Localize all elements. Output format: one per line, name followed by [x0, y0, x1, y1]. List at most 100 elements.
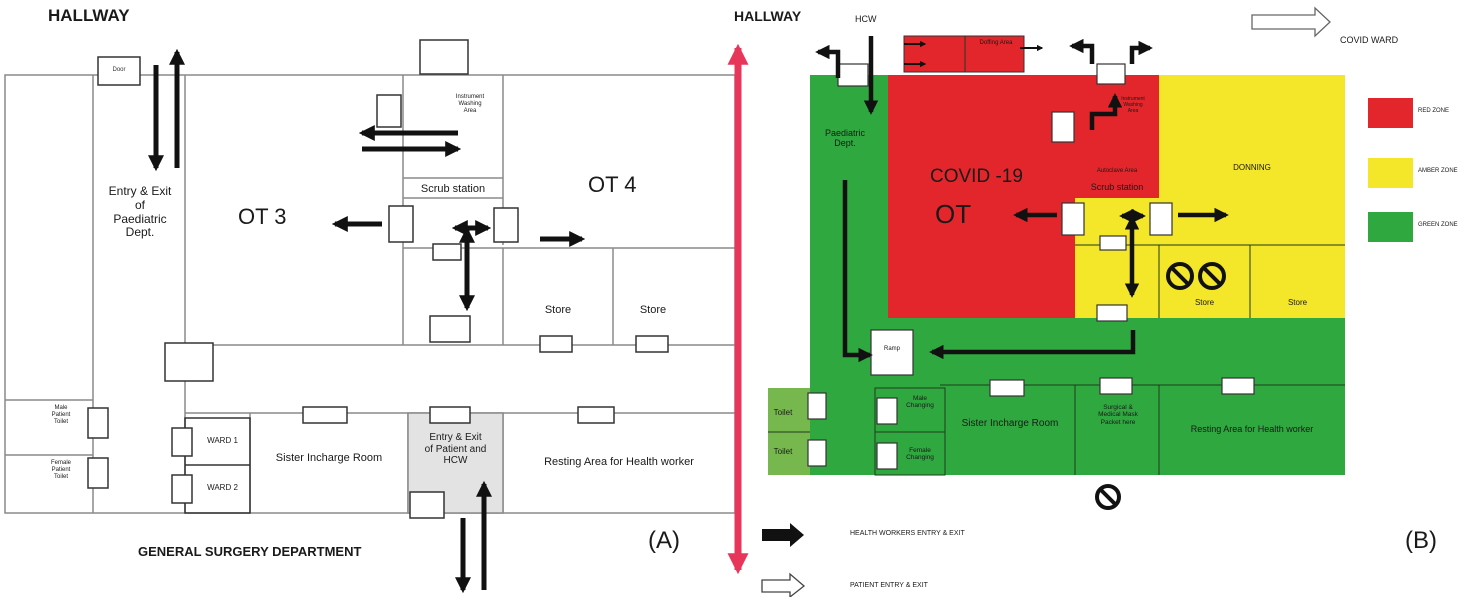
key-hw-label: HEALTH WORKERS ENTRY & EXIT: [850, 530, 965, 537]
panel-a-fixtures: [87, 39, 669, 519]
ot4-label: OT 4: [588, 172, 637, 197]
sink: [1051, 111, 1075, 143]
door: [87, 407, 109, 439]
arrow: [815, 44, 841, 78]
legend-red-label: RED ZONE: [1418, 108, 1450, 114]
door: [837, 63, 869, 87]
door: [429, 406, 471, 424]
door: [1099, 377, 1133, 395]
door: [807, 392, 827, 420]
panel-a-hallway-label: HALLWAY: [48, 6, 130, 25]
door: [807, 439, 827, 467]
door: [97, 56, 141, 86]
panel-b-tag: (B): [1405, 527, 1437, 554]
door-label: Door: [112, 67, 126, 73]
scrub-station-label-b: Scrub station: [1090, 182, 1144, 192]
resting-area-label: Resting Area for Health worker: [544, 456, 694, 468]
female-changing-label: Female Changing: [906, 447, 934, 462]
scrub-sink: [388, 205, 414, 243]
legend-swatch-red: [1368, 98, 1413, 128]
legend-green-label: GREEN ZONE: [1418, 222, 1458, 228]
legend-swatch-green: [1368, 212, 1413, 242]
ward2-label: WARD 2: [207, 483, 238, 492]
door: [1221, 377, 1255, 395]
arrow: [1069, 38, 1095, 64]
panel-b-fixtures: [807, 63, 1255, 470]
door: [171, 427, 193, 457]
toilet-label-1: Toilet: [773, 408, 793, 417]
arrow: [842, 180, 873, 363]
door-closer-box: [164, 342, 214, 382]
no-entry-icon: [1166, 262, 1194, 290]
door: [87, 457, 109, 489]
panel-a-hw-arrows: [147, 48, 586, 594]
store-label-2: Store: [639, 304, 667, 316]
door: [1096, 63, 1126, 85]
panel-a-tag: (A): [648, 527, 680, 554]
store-label-b2: Store: [1287, 298, 1308, 307]
ramp-box: [870, 329, 914, 376]
door: [409, 491, 445, 519]
male-changing-label: Male Changing: [906, 395, 934, 410]
instrument-washing-label: Instrument Washing Area: [455, 94, 485, 114]
door: [1096, 304, 1128, 322]
no-entry-icon: [1095, 484, 1121, 510]
store-label-b1: Store: [1194, 298, 1215, 307]
surgical-mask-label: Surgical & Medical Mask Packet here: [1098, 404, 1138, 426]
panel-b-hw-arrows: [815, 36, 1229, 363]
arrow: [1089, 93, 1123, 130]
red-zone-instrument: [1075, 75, 1159, 178]
ot3-label: OT 3: [238, 204, 287, 229]
panel-b-hallway-label: HALLWAY: [734, 8, 802, 24]
instrument-washing-label-b: Instrument Washing Area: [1121, 96, 1145, 114]
legend-swatch-amber: [1368, 158, 1413, 188]
key-patient-label: PATIENT ENTRY & EXIT: [850, 582, 928, 589]
panel-a-outline: [4, 74, 736, 514]
arrow: [1129, 40, 1153, 64]
scrub-sink: [493, 207, 519, 243]
door: [302, 406, 348, 424]
ward1-label: WARD 1: [207, 436, 238, 445]
panel-a-walls: [4, 74, 736, 514]
door: [432, 243, 462, 261]
covid-ot-label-line2: OT: [935, 199, 972, 229]
door: [1099, 235, 1127, 251]
no-entry-icon: [1198, 262, 1226, 290]
red-zone-autoclave: [1075, 178, 1159, 198]
store-label-1: Store: [544, 304, 572, 316]
toilet-label-2: Toilet: [773, 447, 793, 456]
covid-ot-label-line1: COVID -19: [930, 166, 1023, 187]
female-toilet-label: Female Patient Toilet: [50, 460, 71, 480]
autoclave-label: Autoclave Area: [1096, 168, 1138, 174]
general-surgery-label: GENERAL SURGERY DEPARTMENT: [138, 544, 362, 559]
covid-ward-label: COVID WARD: [1340, 35, 1399, 45]
doffing-area-label: Doffing Area: [979, 40, 1013, 46]
sister-incharge-label-b: Sister Incharge Room: [961, 418, 1059, 429]
male-toilet-label: Male Patient Toilet: [51, 405, 71, 425]
door: [876, 397, 898, 425]
door: [989, 379, 1025, 397]
door: [577, 406, 615, 424]
sink: [1149, 202, 1173, 236]
door: [429, 315, 471, 343]
key-hw-arrow: [762, 523, 804, 547]
patient-entry-label: Entry & Exit of Patient and HCW: [424, 432, 487, 466]
door-closer-box: [419, 39, 469, 75]
resting-area-label-b: Resting Area for Health worker: [1190, 424, 1314, 434]
scrub-sink: [376, 94, 402, 128]
door: [876, 442, 898, 470]
amber-zone-donning: [1159, 75, 1345, 245]
paediatric-dept-label: Paediatric Dept.: [824, 128, 866, 149]
door: [171, 474, 193, 504]
donning-label: DONNING: [1233, 163, 1271, 172]
key-patient-arrow: [761, 572, 806, 599]
covid-ward-arrow: [1251, 6, 1331, 38]
arrow: [929, 330, 1136, 360]
no-entry-signs: [1095, 262, 1226, 510]
door: [635, 335, 669, 353]
door: [539, 335, 573, 353]
legend-amber-label: AMBER ZONE: [1418, 168, 1458, 174]
ramp-label: Ramp: [883, 346, 900, 352]
